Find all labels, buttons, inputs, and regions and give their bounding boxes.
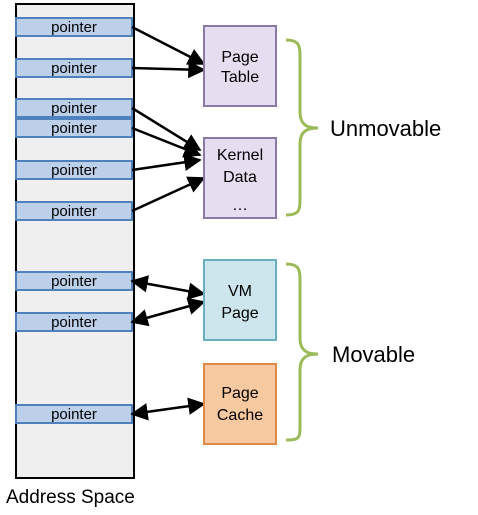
pointer-cell: pointer <box>15 312 133 332</box>
page-cache-box: Page Cache <box>203 363 277 445</box>
kernel-data-line-3: … <box>232 197 248 214</box>
page-table-line-1: Page <box>221 49 258 66</box>
pointer-label: pointer <box>51 406 97 423</box>
kernel-data-box: Kernel Data … <box>203 137 277 219</box>
pointer-label: pointer <box>51 19 97 36</box>
double-arrow-page-cache <box>130 397 206 421</box>
movable-brace <box>285 262 319 442</box>
pointer-label: pointer <box>51 60 97 77</box>
arrow-page-table <box>131 60 206 79</box>
pointer-label: pointer <box>51 203 97 220</box>
page-table-line-2: Table <box>221 69 259 86</box>
pointer-cell: pointer <box>15 118 133 138</box>
kernel-data-line-2: Data <box>223 169 257 186</box>
arrow-kernel-data <box>131 126 202 158</box>
page-cache-line-1: Page <box>221 385 258 402</box>
arrow-page-table <box>131 25 206 66</box>
arrow-kernel-data <box>131 176 206 213</box>
address-space-column <box>15 3 135 479</box>
kernel-data-line-1: Kernel <box>217 147 263 164</box>
vm-page-line-2: Page <box>221 305 258 322</box>
pointer-label: pointer <box>51 273 97 290</box>
double-arrow-vm-page <box>130 297 206 327</box>
pointer-cell: pointer <box>15 17 133 37</box>
movable-label: Movable <box>332 342 415 367</box>
pointer-cell: pointer <box>15 404 133 424</box>
pointer-cell: pointer <box>15 98 133 118</box>
pointer-label: pointer <box>51 314 97 331</box>
pointer-label: pointer <box>51 100 97 117</box>
pointer-label: pointer <box>51 120 97 137</box>
unmovable-label: Unmovable <box>330 116 441 141</box>
arrow-layer <box>130 25 206 421</box>
vm-page-line-1: VM <box>228 283 252 300</box>
vm-page-box: VM Page <box>203 259 277 341</box>
pointer-list: pointer pointer pointer pointer pointer … <box>15 17 133 424</box>
pointer-cell: pointer <box>15 271 133 291</box>
page-table-box: Page Table <box>203 25 277 107</box>
arrow-kernel-data <box>131 106 202 152</box>
address-space-label: Address Space <box>6 487 135 508</box>
double-arrow-vm-page <box>130 275 206 300</box>
pointer-label: pointer <box>51 162 97 179</box>
pointer-cell: pointer <box>15 160 133 180</box>
arrow-kernel-data <box>131 153 202 172</box>
page-cache-line-2: Cache <box>217 407 263 424</box>
pointer-cell: pointer <box>15 58 133 78</box>
unmovable-brace <box>285 38 319 217</box>
pointer-cell: pointer <box>15 201 133 221</box>
